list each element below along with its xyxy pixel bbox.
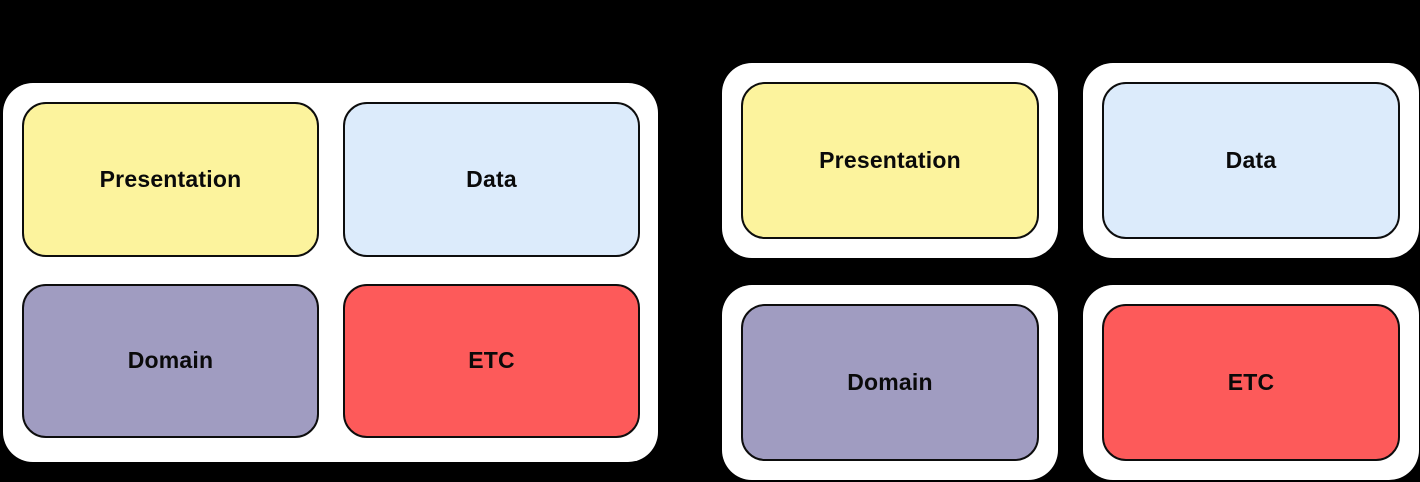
module-label-data: Data (1225, 147, 1277, 173)
layer-label-domain: Domain (127, 347, 214, 374)
layer-box-domain: Domain (22, 283, 319, 438)
separate-module-domain: Domain (722, 285, 1058, 480)
layer-box-presentation: Presentation (22, 102, 319, 257)
module-label-etc: ETC (1227, 369, 1275, 395)
module-box-presentation: Presentation (741, 82, 1039, 239)
layer-box-data: Data (343, 102, 640, 257)
separate-module-etc: ETC (1083, 285, 1419, 480)
module-label-domain: Domain (847, 369, 933, 395)
module-box-domain: Domain (741, 304, 1039, 461)
layer-label-presentation: Presentation (99, 165, 242, 192)
module-box-etc: ETC (1102, 304, 1400, 461)
layer-box-etc: ETC (343, 283, 640, 438)
module-box-data: Data (1102, 82, 1400, 239)
separate-module-presentation: Presentation (722, 63, 1058, 258)
module-label-presentation: Presentation (819, 147, 961, 173)
layer-label-etc: ETC (468, 347, 515, 374)
separate-module-data: Data (1083, 63, 1419, 258)
layer-label-data: Data (466, 165, 517, 192)
monolith-module-container: Presentation Data Domain ETC (3, 83, 658, 462)
